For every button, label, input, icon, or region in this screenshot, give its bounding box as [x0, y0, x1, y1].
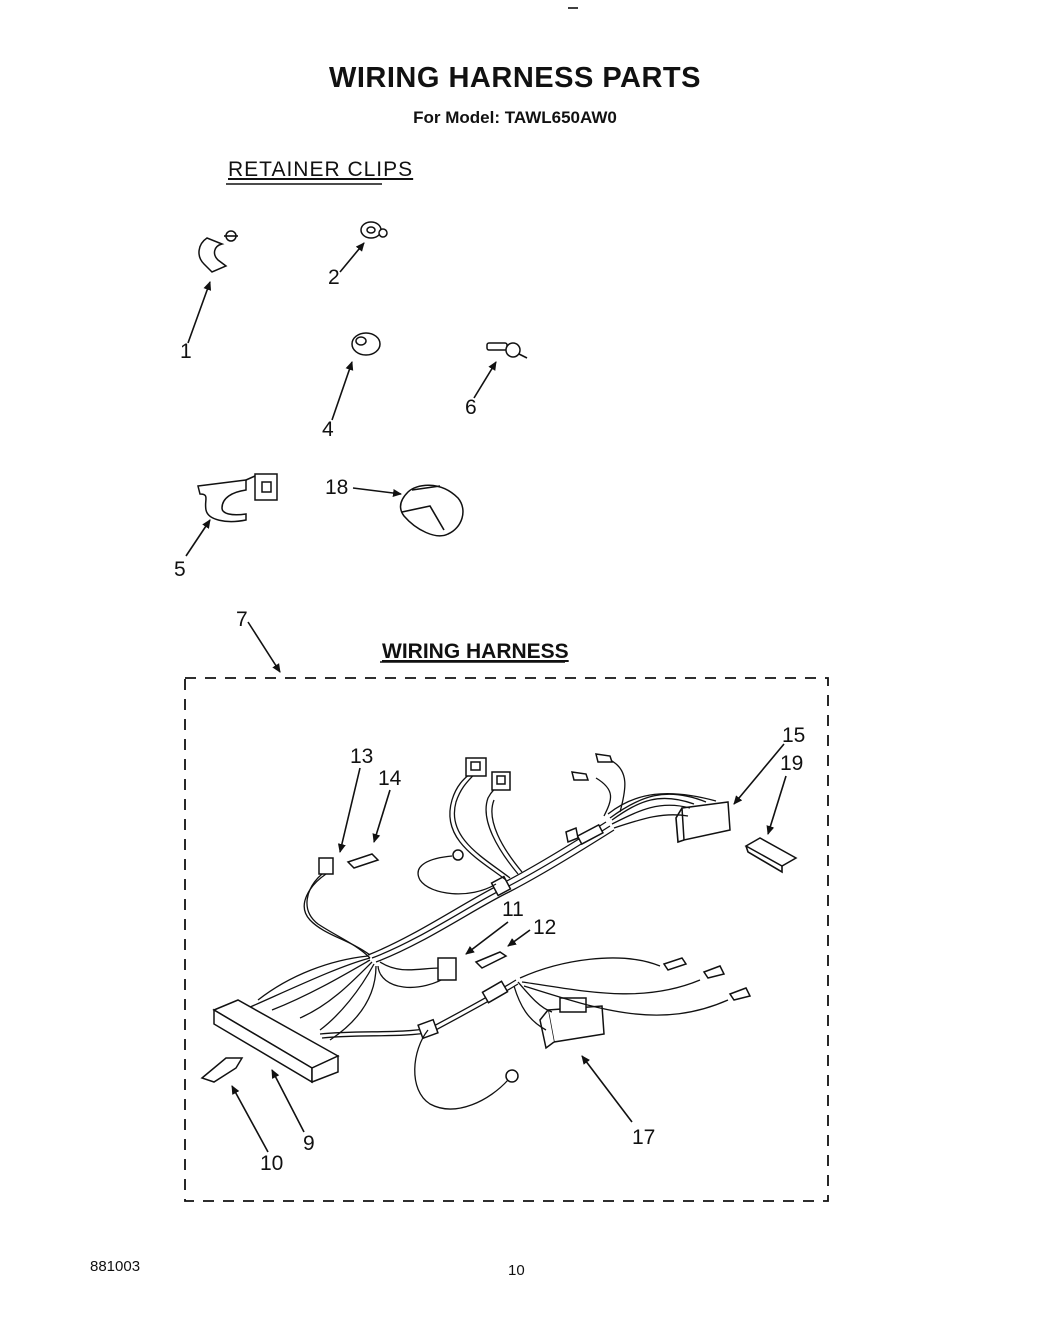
leader-7	[247, 621, 281, 673]
leader-13	[337, 767, 361, 853]
retainer-clip-5-icon	[197, 473, 278, 523]
callout-13: 13	[350, 745, 374, 768]
leader-15	[733, 743, 785, 805]
retainer-clip-1-icon	[198, 230, 238, 273]
callout-15: 15	[782, 724, 806, 747]
callout-18: 18	[325, 476, 349, 499]
callout-10: 10	[260, 1152, 284, 1175]
leader-4	[331, 361, 354, 421]
callout-7: 7	[236, 608, 248, 631]
callout-19: 19	[780, 752, 804, 775]
leader-10	[231, 1085, 269, 1153]
wiring-harness-icon	[200, 753, 798, 1110]
callout-1: 1	[180, 340, 192, 363]
wiring-harness-heading: WIRING HARNESS	[382, 640, 569, 663]
page-title: WIRING HARNESS PARTS	[329, 62, 701, 94]
leader-6	[473, 361, 497, 399]
leader-17	[581, 1055, 633, 1123]
document-code: 881003	[90, 1258, 141, 1275]
callout-5: 5	[174, 558, 186, 581]
leader-19	[766, 775, 787, 835]
retainer-clip-4-icon	[351, 332, 381, 356]
leader-1	[187, 281, 212, 344]
retainer-clips-heading: RETAINER CLIPS	[228, 158, 414, 181]
leader-5	[185, 519, 211, 557]
retainer-clip-6-icon	[486, 342, 528, 359]
callout-14: 14	[378, 767, 402, 790]
retainer-clip-2-icon	[360, 221, 388, 239]
callout-2: 2	[328, 266, 340, 289]
leader-11	[465, 921, 509, 955]
leader-12	[507, 929, 531, 947]
callout-9: 9	[303, 1132, 315, 1155]
sleeve-18-icon	[399, 484, 464, 537]
callout-12: 12	[533, 916, 557, 939]
callout-6: 6	[465, 396, 477, 419]
page-number: 10	[508, 1262, 525, 1279]
leader-14	[372, 789, 391, 843]
model-line: For Model: TAWL650AW0	[413, 108, 617, 127]
callout-4: 4	[322, 418, 334, 441]
leader-9	[271, 1069, 305, 1133]
harness-group-box	[184, 677, 829, 1202]
leader-2	[339, 242, 365, 273]
leader-18	[352, 487, 402, 497]
callout-17: 17	[632, 1126, 656, 1149]
callout-11: 11	[502, 898, 524, 921]
